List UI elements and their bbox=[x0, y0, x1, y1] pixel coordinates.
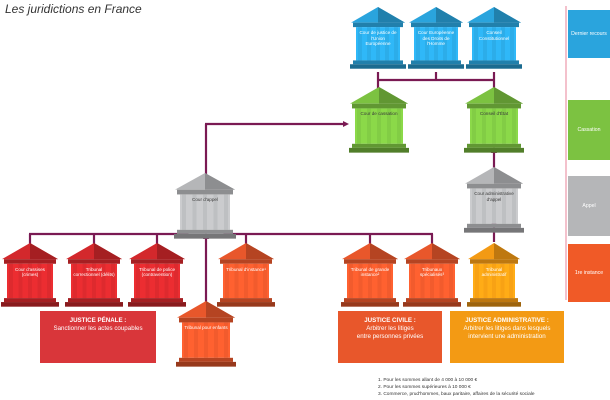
court-ti: Tribunal d'instance¹ bbox=[216, 242, 276, 308]
court-building-icon bbox=[341, 243, 399, 307]
court-label: Tribunal pour enfants bbox=[184, 325, 228, 331]
box-heading: JUSTICE PÉNALE : bbox=[69, 317, 127, 324]
court-label: Tribunaux spécialisés³ bbox=[420, 266, 444, 278]
court-building-icon bbox=[65, 243, 123, 307]
court-label: Conseil d'État bbox=[479, 111, 509, 117]
footnotes: 1. Pour les sommes allant de 4 000 à 10 … bbox=[378, 377, 535, 398]
justice-penale-box: JUSTICE PÉNALE : Sanctionner les actes c… bbox=[40, 311, 156, 363]
footnote: 1. Pour les sommes allant de 4 000 à 10 … bbox=[378, 378, 478, 383]
level-label: Appel bbox=[582, 202, 596, 209]
court-police: Tribunal de police (contravention) bbox=[127, 242, 187, 308]
court-label: Cour d'appel bbox=[192, 197, 218, 203]
court-ca: Cour d'appel bbox=[173, 172, 237, 240]
court-building-icon bbox=[1, 243, 59, 307]
box-line: Arbitrer les litiges dans lesquels bbox=[463, 325, 551, 332]
level-label: Cassation bbox=[577, 126, 601, 133]
court-building-icon bbox=[176, 301, 236, 367]
level-label: 1re instance bbox=[574, 269, 604, 276]
level-dernier-recours: Dernier recours bbox=[568, 10, 610, 58]
court-label: Tribunal d'instance¹ bbox=[226, 266, 266, 272]
level-premiere-instance: 1re instance bbox=[568, 244, 610, 302]
court-label: Cour administrative d'appel bbox=[474, 191, 514, 202]
court-cass: Cour de cassation bbox=[348, 86, 410, 154]
justice-administrative-box: JUSTICE ADMINISTRATIVE : Arbitrer les li… bbox=[450, 311, 564, 363]
level-cassation: Cassation bbox=[568, 100, 610, 160]
court-correc: Tribunal correctionnel (délits) bbox=[64, 242, 124, 308]
court-building-icon bbox=[467, 243, 521, 307]
level-appel: Appel bbox=[568, 176, 610, 236]
court-building-icon bbox=[464, 87, 524, 153]
court-label: Cour d'assises (crimes) bbox=[15, 266, 45, 278]
justice-civile-box: JUSTICE CIVILE : Arbitrer les litiges en… bbox=[338, 311, 442, 363]
court-ta: Tribunal administratif bbox=[466, 242, 522, 308]
court-label: Tribunal correctionnel (délits) bbox=[73, 266, 115, 278]
box-heading: JUSTICE ADMINISTRATIVE : bbox=[465, 317, 549, 324]
court-cedh: Cour Européenne des Droits de l'Homme bbox=[407, 6, 465, 70]
court-building-icon bbox=[408, 7, 464, 69]
court-building-icon bbox=[217, 243, 275, 307]
court-building-icon bbox=[464, 167, 524, 233]
court-building-icon bbox=[350, 7, 406, 69]
court-label: Cour Européenne des Droits de l'Homme bbox=[417, 30, 455, 46]
court-label: Tribunal de police (contravention) bbox=[138, 266, 176, 278]
level-label: Dernier recours bbox=[571, 30, 607, 37]
court-cc: Conseil Constitutionnel bbox=[465, 6, 523, 70]
court-label: Tribunal administratif bbox=[481, 266, 507, 278]
court-building-icon bbox=[349, 87, 409, 153]
court-label: Cour de justice de l'Union Européenne bbox=[359, 30, 397, 46]
court-tgi: Tribunal de grande instance² bbox=[340, 242, 400, 308]
court-label: Tribunal de grande instance² bbox=[350, 266, 390, 278]
court-building-icon bbox=[174, 173, 236, 239]
court-ce: Conseil d'État bbox=[463, 86, 525, 154]
box-line: Arbitrer les litiges bbox=[366, 325, 414, 332]
court-building-icon bbox=[403, 243, 461, 307]
court-building-icon bbox=[466, 7, 522, 69]
box-line: entre personnes privées bbox=[356, 333, 424, 340]
court-label: Cour de cassation bbox=[360, 111, 398, 117]
court-spec: Tribunaux spécialisés³ bbox=[402, 242, 462, 308]
court-assises: Cour d'assises (crimes) bbox=[0, 242, 60, 308]
court-enfants: Tribunal pour enfants bbox=[175, 300, 237, 368]
page-title: Les juridictions en France bbox=[5, 2, 142, 16]
footnote: 3. Commerce, prud'hommes, baux paritaire… bbox=[378, 392, 535, 397]
box-line: Sanctionner les actes coupables bbox=[53, 325, 143, 332]
box-line: intervient une administration bbox=[468, 333, 546, 340]
court-caa: Cour administrative d'appel bbox=[463, 166, 525, 234]
court-cjue: Cour de justice de l'Union Européenne bbox=[349, 6, 407, 70]
box-heading: JUSTICE CIVILE : bbox=[364, 317, 416, 324]
court-label: Conseil Constitutionnel bbox=[478, 30, 510, 41]
court-building-icon bbox=[128, 243, 186, 307]
footnote: 2. Pour les sommes supérieures à 10 000 … bbox=[378, 385, 471, 390]
